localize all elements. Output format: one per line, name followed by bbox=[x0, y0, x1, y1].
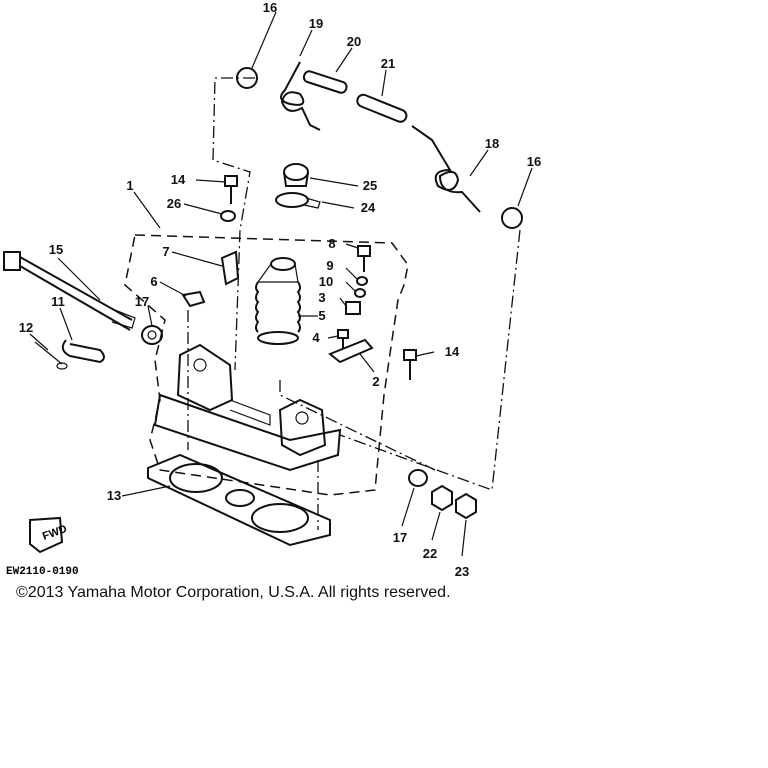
stopper-6 bbox=[181, 290, 206, 308]
long-bolt bbox=[3, 251, 136, 331]
nut-22 bbox=[431, 484, 453, 512]
bracket-7 bbox=[220, 250, 240, 286]
callout-4: 4 bbox=[312, 330, 320, 345]
callout-16: 16 bbox=[263, 0, 277, 15]
washer-17 bbox=[408, 469, 428, 487]
cap-body bbox=[283, 171, 309, 187]
callout-22: 22 bbox=[423, 546, 437, 561]
callout-10: 10 bbox=[319, 274, 333, 289]
reference-line bbox=[212, 77, 255, 371]
callout-8: 8 bbox=[328, 236, 335, 251]
leader-lines bbox=[29, 11, 533, 557]
bolt-14-upper bbox=[224, 175, 238, 204]
callout-15: 15 bbox=[49, 242, 63, 257]
drawing-code: EW2110-0190 bbox=[6, 566, 79, 578]
mount-base bbox=[153, 343, 342, 472]
right-spring bbox=[411, 125, 481, 213]
grommet bbox=[236, 67, 258, 89]
bolt-14-right bbox=[403, 349, 417, 380]
fwd-label: FWD bbox=[41, 523, 69, 543]
parts-exploded-diagram: 16 19 20 21 18 16 14 26 1 7 6 15 11 17 1… bbox=[3, 0, 541, 579]
callout-6: 6 bbox=[150, 274, 157, 289]
callout-3: 3 bbox=[318, 290, 325, 305]
gasket bbox=[147, 453, 331, 547]
left-spring bbox=[280, 61, 321, 131]
callout-17: 17 bbox=[135, 294, 149, 309]
nut-3 bbox=[345, 301, 361, 315]
callout-5: 5 bbox=[318, 308, 325, 323]
callout-20: 20 bbox=[347, 34, 361, 49]
grommet bbox=[501, 207, 523, 229]
assembly-outline bbox=[124, 234, 409, 496]
clamp-tab bbox=[303, 197, 321, 209]
rubber-sleeve-20 bbox=[302, 70, 348, 94]
callout-26: 26 bbox=[167, 196, 181, 211]
callout-24: 24 bbox=[361, 200, 376, 215]
cap bbox=[283, 163, 309, 181]
clamp bbox=[275, 192, 309, 208]
callout-17b: 17 bbox=[393, 530, 407, 545]
screw-4 bbox=[337, 329, 349, 348]
callout-14b: 14 bbox=[445, 344, 460, 359]
nut-23 bbox=[455, 492, 477, 520]
callout-19: 19 bbox=[309, 16, 323, 31]
callout-11: 11 bbox=[51, 294, 65, 309]
callout-23: 23 bbox=[455, 564, 469, 579]
callout-16b: 16 bbox=[527, 154, 541, 169]
washer-9 bbox=[356, 276, 368, 286]
bolt-8 bbox=[357, 245, 371, 272]
callout-13: 13 bbox=[107, 488, 121, 503]
callout-25: 25 bbox=[363, 178, 377, 193]
callout-2: 2 bbox=[372, 374, 379, 389]
bellows-boot bbox=[255, 257, 301, 345]
callout-1: 1 bbox=[126, 178, 133, 193]
washer-26 bbox=[220, 210, 236, 222]
callout-7: 7 bbox=[162, 244, 169, 259]
washer-hole bbox=[147, 330, 157, 340]
copyright-notice: ©2013 Yamaha Motor Corporation, U.S.A. A… bbox=[16, 584, 451, 601]
reference-line bbox=[339, 229, 521, 491]
callout-9: 9 bbox=[326, 258, 333, 273]
callout-18: 18 bbox=[485, 136, 499, 151]
callout-14: 14 bbox=[171, 172, 186, 187]
callout-21: 21 bbox=[381, 56, 395, 71]
pin-clip bbox=[34, 339, 105, 370]
reference-line bbox=[279, 380, 436, 471]
bracket-2 bbox=[328, 338, 374, 364]
rubber-sleeve-21 bbox=[356, 93, 408, 123]
fwd-arrow bbox=[29, 516, 64, 554]
washer bbox=[141, 325, 163, 345]
washer-10 bbox=[354, 288, 366, 298]
callout-12: 12 bbox=[19, 320, 33, 335]
